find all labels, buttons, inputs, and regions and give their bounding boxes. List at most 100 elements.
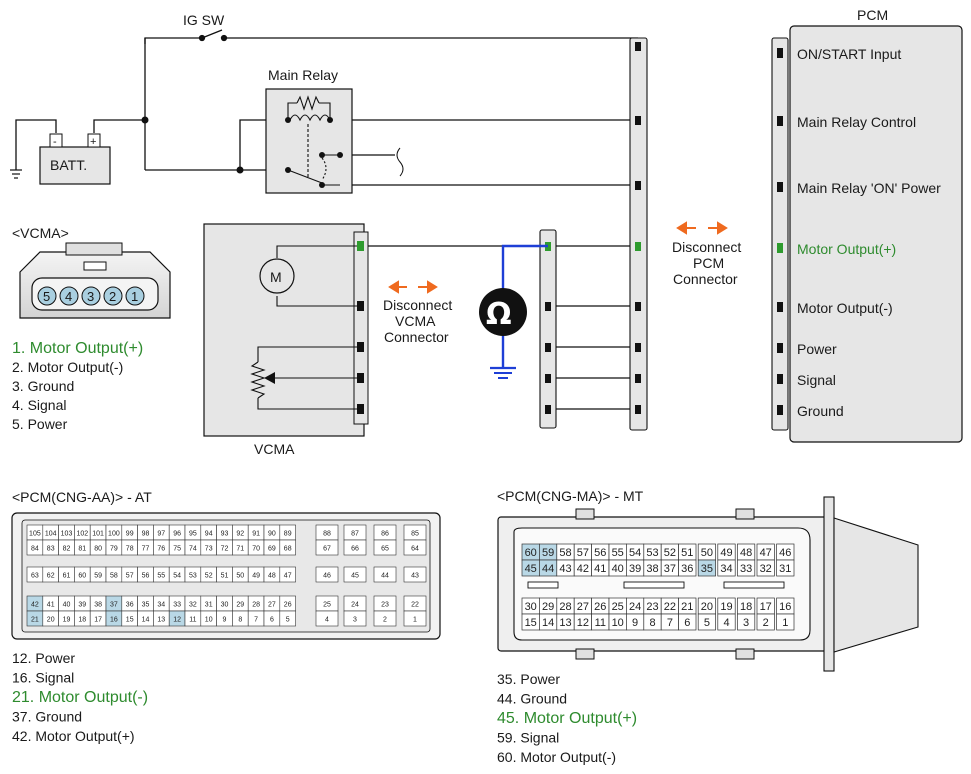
pin-number: 43 <box>411 573 419 580</box>
pin-number: 28 <box>559 601 571 613</box>
pin-number: 26 <box>594 601 606 613</box>
pin-number: 16 <box>110 617 118 624</box>
pin-number: 2 <box>763 617 769 629</box>
pcm-box <box>771 25 963 443</box>
pin-number: 6 <box>684 617 690 629</box>
disconnect-pcm-arrows-icon <box>676 221 728 235</box>
pin-description: 12. Power <box>12 650 75 666</box>
pin-cell <box>403 566 427 583</box>
pin-number: 51 <box>221 573 229 580</box>
pin-number: 59 <box>542 547 554 559</box>
vcma-harness-connector <box>539 229 557 429</box>
pin-number: 4 <box>325 617 329 624</box>
pin-cell <box>343 539 367 556</box>
vcma-box <box>203 223 369 437</box>
pin-description: 3. Ground <box>12 378 74 394</box>
ohmmeter-icon <box>479 244 548 379</box>
pcm-pin-terminal <box>777 405 783 415</box>
pin-number: 25 <box>612 601 624 613</box>
pcm-harness-connector <box>629 37 648 431</box>
pin-number: 1 <box>413 617 417 624</box>
pcm-pin-label: Main Relay 'ON' Power <box>797 180 941 196</box>
pin-number: 44 <box>542 563 554 575</box>
battery-ground-icon <box>10 169 22 179</box>
pin-number: 96 <box>173 531 181 538</box>
pin-number: 17 <box>94 617 102 624</box>
pin-number: 50 <box>236 573 244 580</box>
pin-number: 91 <box>252 531 260 538</box>
pin-description: 35. Power <box>497 671 560 687</box>
pin-number: 100 <box>108 531 120 538</box>
wires <box>15 37 638 410</box>
pcm-pin-label: Power <box>797 341 837 357</box>
pin-number: 20 <box>701 601 713 613</box>
vcma-pin <box>103 286 123 306</box>
ig-sw-label: IG SW <box>183 12 225 28</box>
pin-number: 41 <box>594 563 606 575</box>
pin-number: 61 <box>63 573 71 580</box>
pin-number: 32 <box>189 602 197 609</box>
pin-number: 70 <box>252 546 260 553</box>
ig-switch-icon <box>198 29 228 42</box>
pin-number: 42 <box>577 563 589 575</box>
pcm-mt-title: <PCM(CNG-MA)> - MT <box>497 488 644 504</box>
pin-number: 27 <box>577 601 589 613</box>
pin-number: 14 <box>542 617 554 629</box>
pin-number: 78 <box>126 546 134 553</box>
pin-number: 87 <box>351 531 359 538</box>
pin-number: 59 <box>94 573 102 580</box>
pcm-pin-terminal <box>777 48 783 58</box>
pin-number: 85 <box>411 531 419 538</box>
pin-number: 80 <box>94 546 102 553</box>
pin-cell <box>343 566 367 583</box>
pcm-mt-connector-icon <box>497 496 919 672</box>
pin-cell <box>279 566 296 583</box>
disconnect-pcm-line1: Disconnect <box>672 239 741 255</box>
pin-number: 105 <box>29 531 41 538</box>
pin-number: 65 <box>381 546 389 553</box>
pin-number: 90 <box>268 531 276 538</box>
pin-number: 56 <box>142 573 150 580</box>
pin-number: 47 <box>760 547 772 559</box>
pin-number: 13 <box>157 617 165 624</box>
pin-number: 24 <box>629 601 641 613</box>
pcm-pin-label: ON/START Input <box>797 46 901 62</box>
pin-number: 22 <box>411 602 419 609</box>
vcma-pin-list: 1. Motor Output(+)2. Motor Output(-)3. G… <box>12 340 143 432</box>
pin-number: 39 <box>78 602 86 609</box>
pin-number: 33 <box>173 602 181 609</box>
pin-cell <box>373 539 397 556</box>
pin-cell <box>776 613 795 631</box>
pin-cell <box>756 613 775 631</box>
pin-number: 29 <box>542 601 554 613</box>
pin-number: 74 <box>189 546 197 553</box>
pin-number: 27 <box>268 602 276 609</box>
pin-number: 34 <box>157 602 165 609</box>
pin-cell <box>737 559 756 577</box>
pin-cell <box>697 559 716 577</box>
pin-number: 54 <box>629 547 641 559</box>
pcm-title: PCM <box>857 7 888 23</box>
pin-number: 3 <box>353 617 357 624</box>
pin-number: 99 <box>126 531 134 538</box>
pin-number: 15 <box>525 617 537 629</box>
pin-number: 43 <box>559 563 571 575</box>
pin-number: 95 <box>189 531 197 538</box>
pin-number: 34 <box>720 563 732 575</box>
disconnect-vcma-arrows-icon <box>388 280 438 294</box>
pin-description: 42. Motor Output(+) <box>12 728 135 744</box>
pin-number: 58 <box>559 547 571 559</box>
pin-number: 21 <box>31 617 39 624</box>
vcma-pin-number: 2 <box>109 289 116 304</box>
pin-number: 3 <box>743 617 749 629</box>
pin-number: 75 <box>173 546 181 553</box>
pin-number: 47 <box>284 573 292 580</box>
pcm-pin-label: Motor Output(+) <box>797 241 896 257</box>
pin-cell <box>717 559 736 577</box>
pin-number: 79 <box>110 546 118 553</box>
wire-break-icon <box>396 147 404 177</box>
pin-number: 30 <box>525 601 537 613</box>
pin-number: 82 <box>63 546 71 553</box>
